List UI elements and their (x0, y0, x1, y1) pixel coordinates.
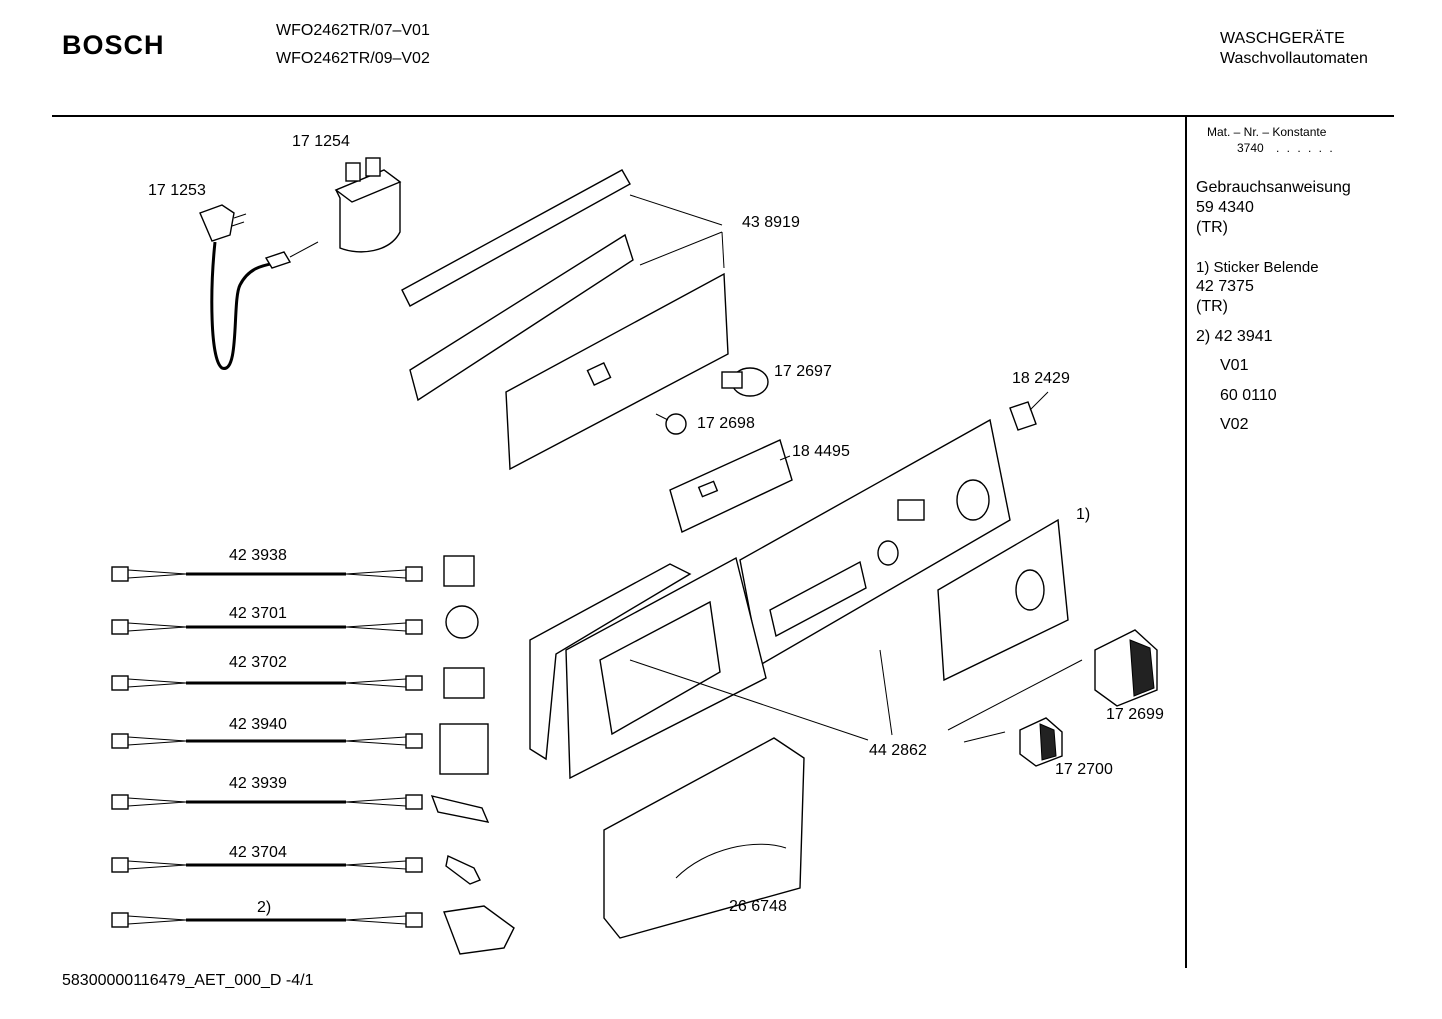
label-42-3702: 42 3702 (229, 654, 287, 671)
label-note-2: 2) (257, 899, 272, 916)
filter-box-drawing (334, 157, 402, 253)
header-divider (52, 115, 1394, 117)
document-id: 58300000116479_AET_000_D -4/1 (62, 972, 314, 989)
harness-42-3702 (111, 667, 485, 699)
manual-language: (TR) (1196, 219, 1228, 236)
label-42-3938: 42 3938 (229, 547, 287, 564)
label-26-6748: 26 6748 (729, 898, 787, 915)
label-42-3939: 42 3939 (229, 775, 287, 792)
cable-harness-drawings (111, 555, 515, 955)
note2-label: 2) 42 3941 (1196, 328, 1273, 345)
harness-42-3940 (111, 723, 489, 775)
sticker-number: 42 7375 (1196, 278, 1254, 295)
brand-logo: BOSCH (62, 30, 165, 60)
manual-label: Gebrauchsanweisung (1196, 179, 1351, 196)
label-note-1: 1) (1076, 506, 1091, 523)
label-18-4495: 18 4495 (792, 443, 850, 460)
sticker-language: (TR) (1196, 298, 1228, 315)
category-subtitle: Waschvollautomaten (1220, 50, 1368, 67)
model-number-1: WFO2462TR/07–V01 (276, 22, 430, 39)
category-title: WASCHGERÄTE (1220, 30, 1345, 47)
label-17-2698: 17 2698 (697, 415, 755, 432)
knob-drawings (947, 629, 1158, 767)
model-number-2: WFO2462TR/09–V02 (276, 50, 430, 67)
label-18-2429: 18 2429 (1012, 370, 1070, 387)
sidebar-divider (1185, 116, 1187, 968)
drawer-handle-drawing (603, 737, 805, 939)
label-42-3701: 42 3701 (229, 605, 287, 622)
harness-42-3939 (111, 794, 490, 823)
label-17-2700: 17 2700 (1055, 761, 1113, 778)
label-44-2862: 44 2862 (869, 742, 927, 759)
label-17-1254: 17 1254 (292, 133, 350, 150)
note2-variant-1: V01 (1220, 357, 1249, 374)
axle-parts-drawing (655, 367, 769, 435)
matnr-label: Mat. – Nr. – Konstante (1207, 125, 1327, 139)
label-42-3704: 42 3704 (229, 844, 287, 861)
note2-code: 60 0110 (1220, 387, 1277, 404)
matnr-value: 3740 (1237, 141, 1264, 155)
control-panel-drawing (529, 418, 1011, 780)
label-17-2697: 17 2697 (774, 363, 832, 380)
electronic-module-drawing (401, 169, 729, 471)
label-17-2699: 17 2699 (1106, 706, 1164, 723)
harness-42-3701 (111, 605, 479, 639)
display-board-drawing (669, 439, 793, 533)
note2-variant-2: V02 (1220, 416, 1249, 433)
matnr-dots: . . . . . . (1276, 141, 1335, 155)
sticker-label: 1) Sticker Belende (1196, 259, 1319, 276)
label-17-1253: 17 1253 (148, 182, 206, 199)
harness-42-3938 (111, 555, 475, 587)
clip-drawing (1009, 391, 1049, 431)
label-42-3940: 42 3940 (229, 716, 287, 733)
label-43-8919: 43 8919 (742, 214, 800, 231)
power-cord-drawing (199, 204, 319, 370)
manual-number: 59 4340 (1196, 199, 1254, 216)
sticker-panel-drawing (937, 518, 1069, 682)
harness-note-2 (111, 905, 515, 955)
harness-42-3704 (111, 854, 481, 885)
